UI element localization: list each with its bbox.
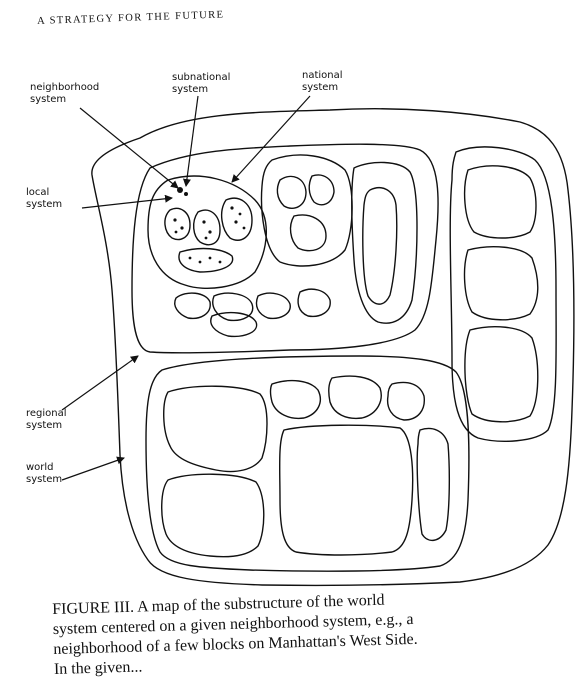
region-island bbox=[174, 292, 211, 320]
region-island bbox=[260, 154, 353, 267]
region-cell bbox=[327, 375, 382, 420]
subnational-system-leader bbox=[182, 95, 199, 187]
world-system-leader bbox=[61, 456, 125, 481]
region-island bbox=[276, 175, 307, 210]
region-lower bbox=[145, 355, 470, 572]
region-island bbox=[289, 214, 327, 252]
region-island bbox=[297, 288, 331, 318]
subnational-pocket bbox=[193, 209, 221, 246]
region-cell bbox=[463, 246, 539, 321]
neighborhood-system-label: neighborhood system bbox=[30, 82, 102, 105]
region-column bbox=[449, 146, 557, 442]
regional-system-leader bbox=[61, 355, 139, 411]
region-cell bbox=[278, 424, 414, 556]
region-island bbox=[308, 174, 335, 206]
local-system-label: local system bbox=[26, 187, 62, 210]
region-cell bbox=[269, 379, 322, 420]
region-cell bbox=[463, 165, 537, 239]
world-system-map: neighborhood system subnational system n… bbox=[26, 70, 575, 587]
region-cell bbox=[464, 326, 539, 423]
region-cell bbox=[416, 427, 451, 541]
regional-system-label: regional system bbox=[26, 408, 70, 431]
local-system-leader bbox=[81, 194, 173, 209]
figure-caption: FIGURE III. A map of the substructure of… bbox=[52, 585, 574, 679]
region-island bbox=[210, 311, 258, 338]
region-cell bbox=[386, 381, 425, 421]
region-island bbox=[212, 292, 254, 322]
local-system-dots bbox=[173, 187, 246, 264]
region-cell bbox=[163, 385, 268, 473]
national-system-outline bbox=[147, 175, 267, 289]
world-system-label: world system bbox=[26, 462, 62, 485]
neighborhood-system-leader bbox=[79, 107, 179, 189]
region-island bbox=[350, 161, 418, 324]
subnational-pocket bbox=[178, 247, 234, 273]
world-system-outline bbox=[91, 108, 575, 587]
region-island bbox=[362, 187, 398, 305]
subnational-pocket bbox=[220, 197, 253, 241]
subnational-pocket bbox=[164, 207, 191, 241]
national-system-leader bbox=[231, 95, 311, 183]
national-system-label: national system bbox=[302, 70, 346, 93]
regional-system-outline bbox=[131, 143, 439, 354]
region-island bbox=[255, 292, 291, 320]
region-cell bbox=[161, 473, 265, 558]
subnational-system-label: subnational system bbox=[172, 72, 234, 95]
